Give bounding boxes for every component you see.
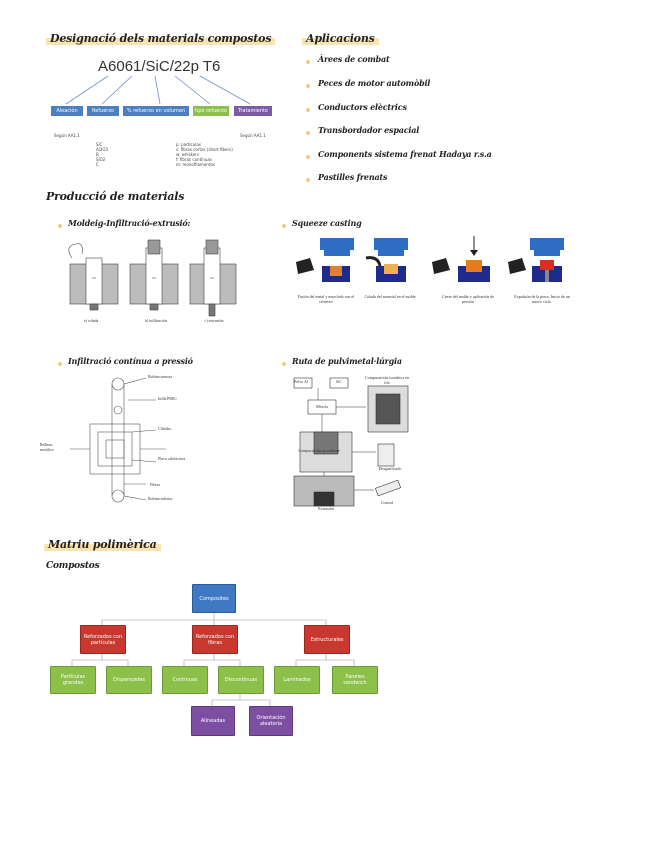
tag-volumen: % refuerzo en volumen <box>123 106 189 116</box>
casting-caption: b) infiltración <box>144 318 168 323</box>
designation-heading: Designació dels materials compostos <box>46 32 276 45</box>
tree-node-dispersoids: Dispersoides <box>106 666 152 694</box>
production-heading: Producció de materials <box>46 190 185 203</box>
tree-node-aligned: Alineadas <box>191 706 235 736</box>
casting-figure <box>68 239 237 317</box>
tipo-item: p: partículas <box>176 142 201 147</box>
bullet-icon <box>282 362 286 366</box>
note-right: Según AA1.1 <box>240 133 266 138</box>
designation-code: A6061/SiC/22p T6 <box>98 58 221 75</box>
applications-heading: Aplicacions <box>302 32 379 45</box>
tag-refuerzo: Refuerzo <box>87 106 119 116</box>
bullet-icon <box>306 155 310 159</box>
refuerzo-item: C <box>96 162 99 167</box>
pressure-text: Bobina tensora <box>148 374 173 379</box>
powder-text: Compactación isostática en frío <box>365 375 409 385</box>
tag-tratamiento: Tratamiento <box>234 106 272 116</box>
squeeze-caption: Colada del material en el molde <box>364 294 416 299</box>
bullet-icon <box>282 224 286 228</box>
pressure-label: Infiltració contínua a pressió <box>68 356 193 366</box>
tree-node-discontinuous: Discontinuas <box>218 666 264 694</box>
pressure-text: Infilt.PREC <box>158 396 178 401</box>
tipo-item: f: fibras continuas <box>176 157 212 162</box>
squeeze-caption: Expulsión de la pieza. Inicio de un nuev… <box>514 294 570 304</box>
casting-caption: c) extrusión <box>204 318 224 323</box>
application-item: Conductors elèctrics <box>318 102 407 112</box>
tree-root: Composites <box>192 584 236 613</box>
tree-node-fibers: Reforzados con fibras <box>192 625 238 654</box>
tag-aleacion: Aleación <box>51 106 83 116</box>
pressure-text: Cilindro <box>158 426 172 431</box>
tree-node-continuous: Continuas <box>162 666 208 694</box>
casting-caption: a) colada <box>83 318 99 323</box>
bullet-icon <box>306 131 310 135</box>
bullet-icon <box>58 362 62 366</box>
tipo-item: m: monofilamentos <box>176 162 215 167</box>
polymer-subheading: Compostos <box>46 561 100 571</box>
bullet-icon <box>306 60 310 64</box>
powder-text: Control <box>380 500 394 505</box>
powder-label: Ruta de pulvimetal·lúrgia <box>292 356 402 366</box>
bullet-icon <box>306 108 310 112</box>
pressure-text: Bobina inferior <box>148 496 173 501</box>
squeeze-caption: Cierre del molde y aplicación de presión <box>441 294 495 304</box>
bullet-icon <box>306 178 310 182</box>
tag-tipo: tipo refuerzo <box>193 106 229 116</box>
powder-text: SiC <box>335 379 342 384</box>
application-item: Pastilles frenats <box>318 172 388 182</box>
note-left: Según AA1.1 <box>54 133 80 138</box>
refuerzo-item: SiC <box>96 142 103 147</box>
application-item: Components sistema frenat Hadaya r.s.a <box>318 149 492 159</box>
designation-connectors <box>65 75 251 105</box>
tree-node-laminates: Laminados <box>274 666 320 694</box>
pressure-text: Placa calefactora <box>158 456 186 461</box>
powder-text: Polvo Al <box>293 379 309 384</box>
tipo-list: p: partículas s: fibras cortas (short fi… <box>176 142 233 167</box>
refuerzo-item: SiO2 <box>96 157 106 162</box>
pressure-text: Relleno metálico <box>40 442 54 452</box>
application-item: Àrees de combat <box>318 54 390 64</box>
bullet-icon <box>58 224 62 228</box>
pressure-text: Fibras <box>150 482 160 487</box>
powder-figure <box>293 377 409 507</box>
powder-text: Desgasificado <box>378 466 402 471</box>
refuerzo-item: B <box>96 152 99 157</box>
squeeze-label: Squeeze casting <box>292 218 362 228</box>
tipo-item: w: whiskers <box>176 152 200 157</box>
powder-text: Mezcla <box>316 404 328 409</box>
application-item: Peces de motor automòbil <box>318 78 431 88</box>
squeeze-figure <box>296 236 564 282</box>
polymer-heading: Matriu polimèrica <box>44 538 161 551</box>
tree-node-random: Orientación aleatoria <box>249 706 293 736</box>
pressure-figure <box>70 377 166 503</box>
tipo-item: s: fibras cortas (short fibers) <box>176 147 233 152</box>
bullet-icon <box>306 84 310 88</box>
tree-node-structural: Estructurales <box>304 625 350 654</box>
powder-text: Extrusión <box>318 506 334 511</box>
tree-node-sandwich: Paneles sandwich <box>332 666 378 694</box>
refuerzo-item: Al2O3 <box>96 147 109 152</box>
tree-node-particles: Reforzados con partículas <box>80 625 126 654</box>
tree-node-large-particles: Partículas grandes <box>50 666 96 694</box>
squeeze-caption: Fusión del metal y mezclado con el refue… <box>297 294 355 304</box>
refuerzo-list: SiC Al2O3 B SiO2 C <box>96 142 108 167</box>
application-item: Transbordador espacial <box>318 125 420 135</box>
powder-text: Compactación en caliente <box>298 448 340 453</box>
casting-label: Moldeig-Infiltració-extrusió: <box>68 218 191 228</box>
